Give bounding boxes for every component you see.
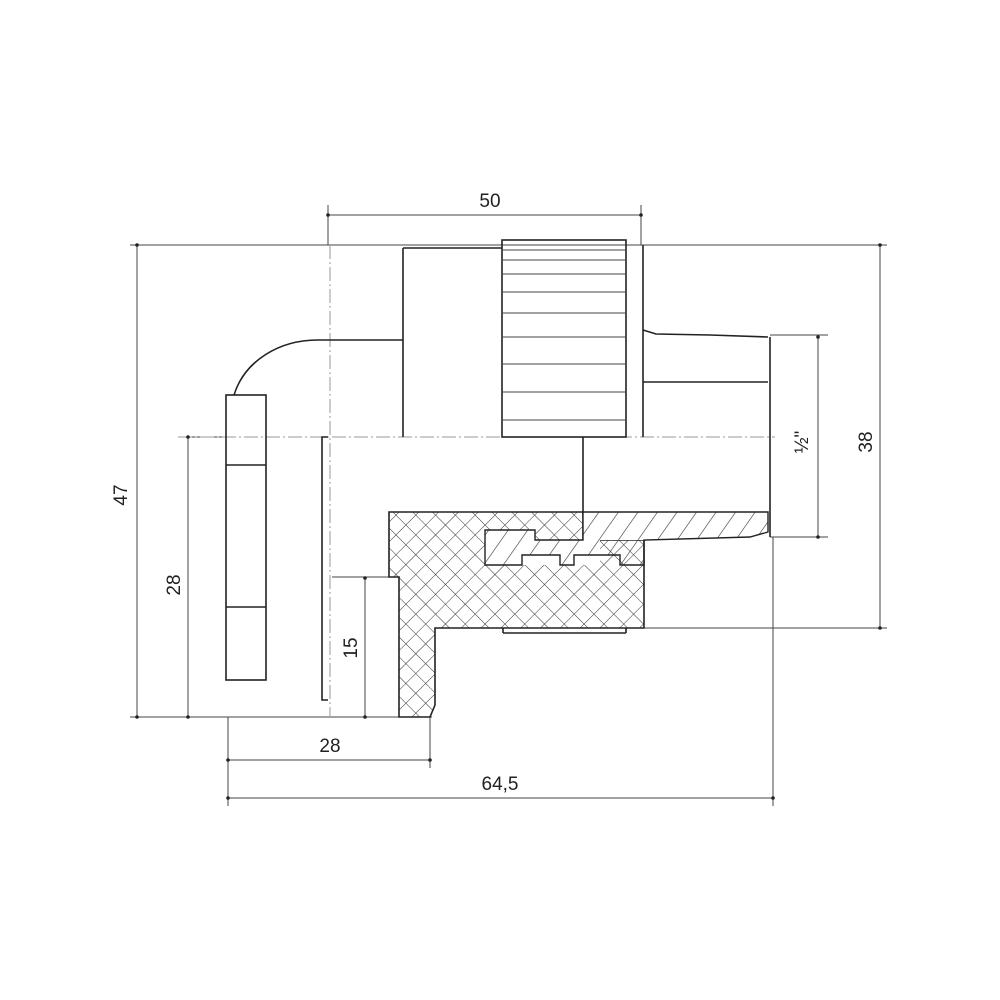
svg-text:28: 28: [164, 574, 185, 595]
svg-text:64,5: 64,5: [482, 774, 519, 795]
svg-text:28: 28: [319, 736, 340, 757]
dimension-top-width: 50: [326, 191, 643, 217]
dimension-bottom-width-total: 64,5: [226, 774, 775, 800]
centerlines: [178, 245, 775, 717]
dimension-socket-depth: 15: [341, 576, 367, 719]
dimension-right-height: 38: [856, 243, 882, 630]
svg-text:½": ½": [792, 431, 813, 454]
knurled-nut: [501, 239, 627, 438]
dimension-left-face-height: 28: [164, 435, 190, 719]
dimension-bottom-width-short: 28: [226, 736, 432, 762]
svg-text:15: 15: [341, 637, 362, 658]
section-insert: [484, 511, 769, 566]
svg-text:38: 38: [856, 431, 877, 452]
fitting-outline: [225, 239, 771, 718]
extension-lines: [130, 205, 887, 806]
svg-text:47: 47: [111, 484, 132, 505]
dimension-overall-height: 47: [111, 243, 139, 719]
svg-text:50: 50: [479, 191, 500, 212]
flange: [225, 394, 267, 681]
dimension-thread-size: ½": [792, 335, 820, 539]
